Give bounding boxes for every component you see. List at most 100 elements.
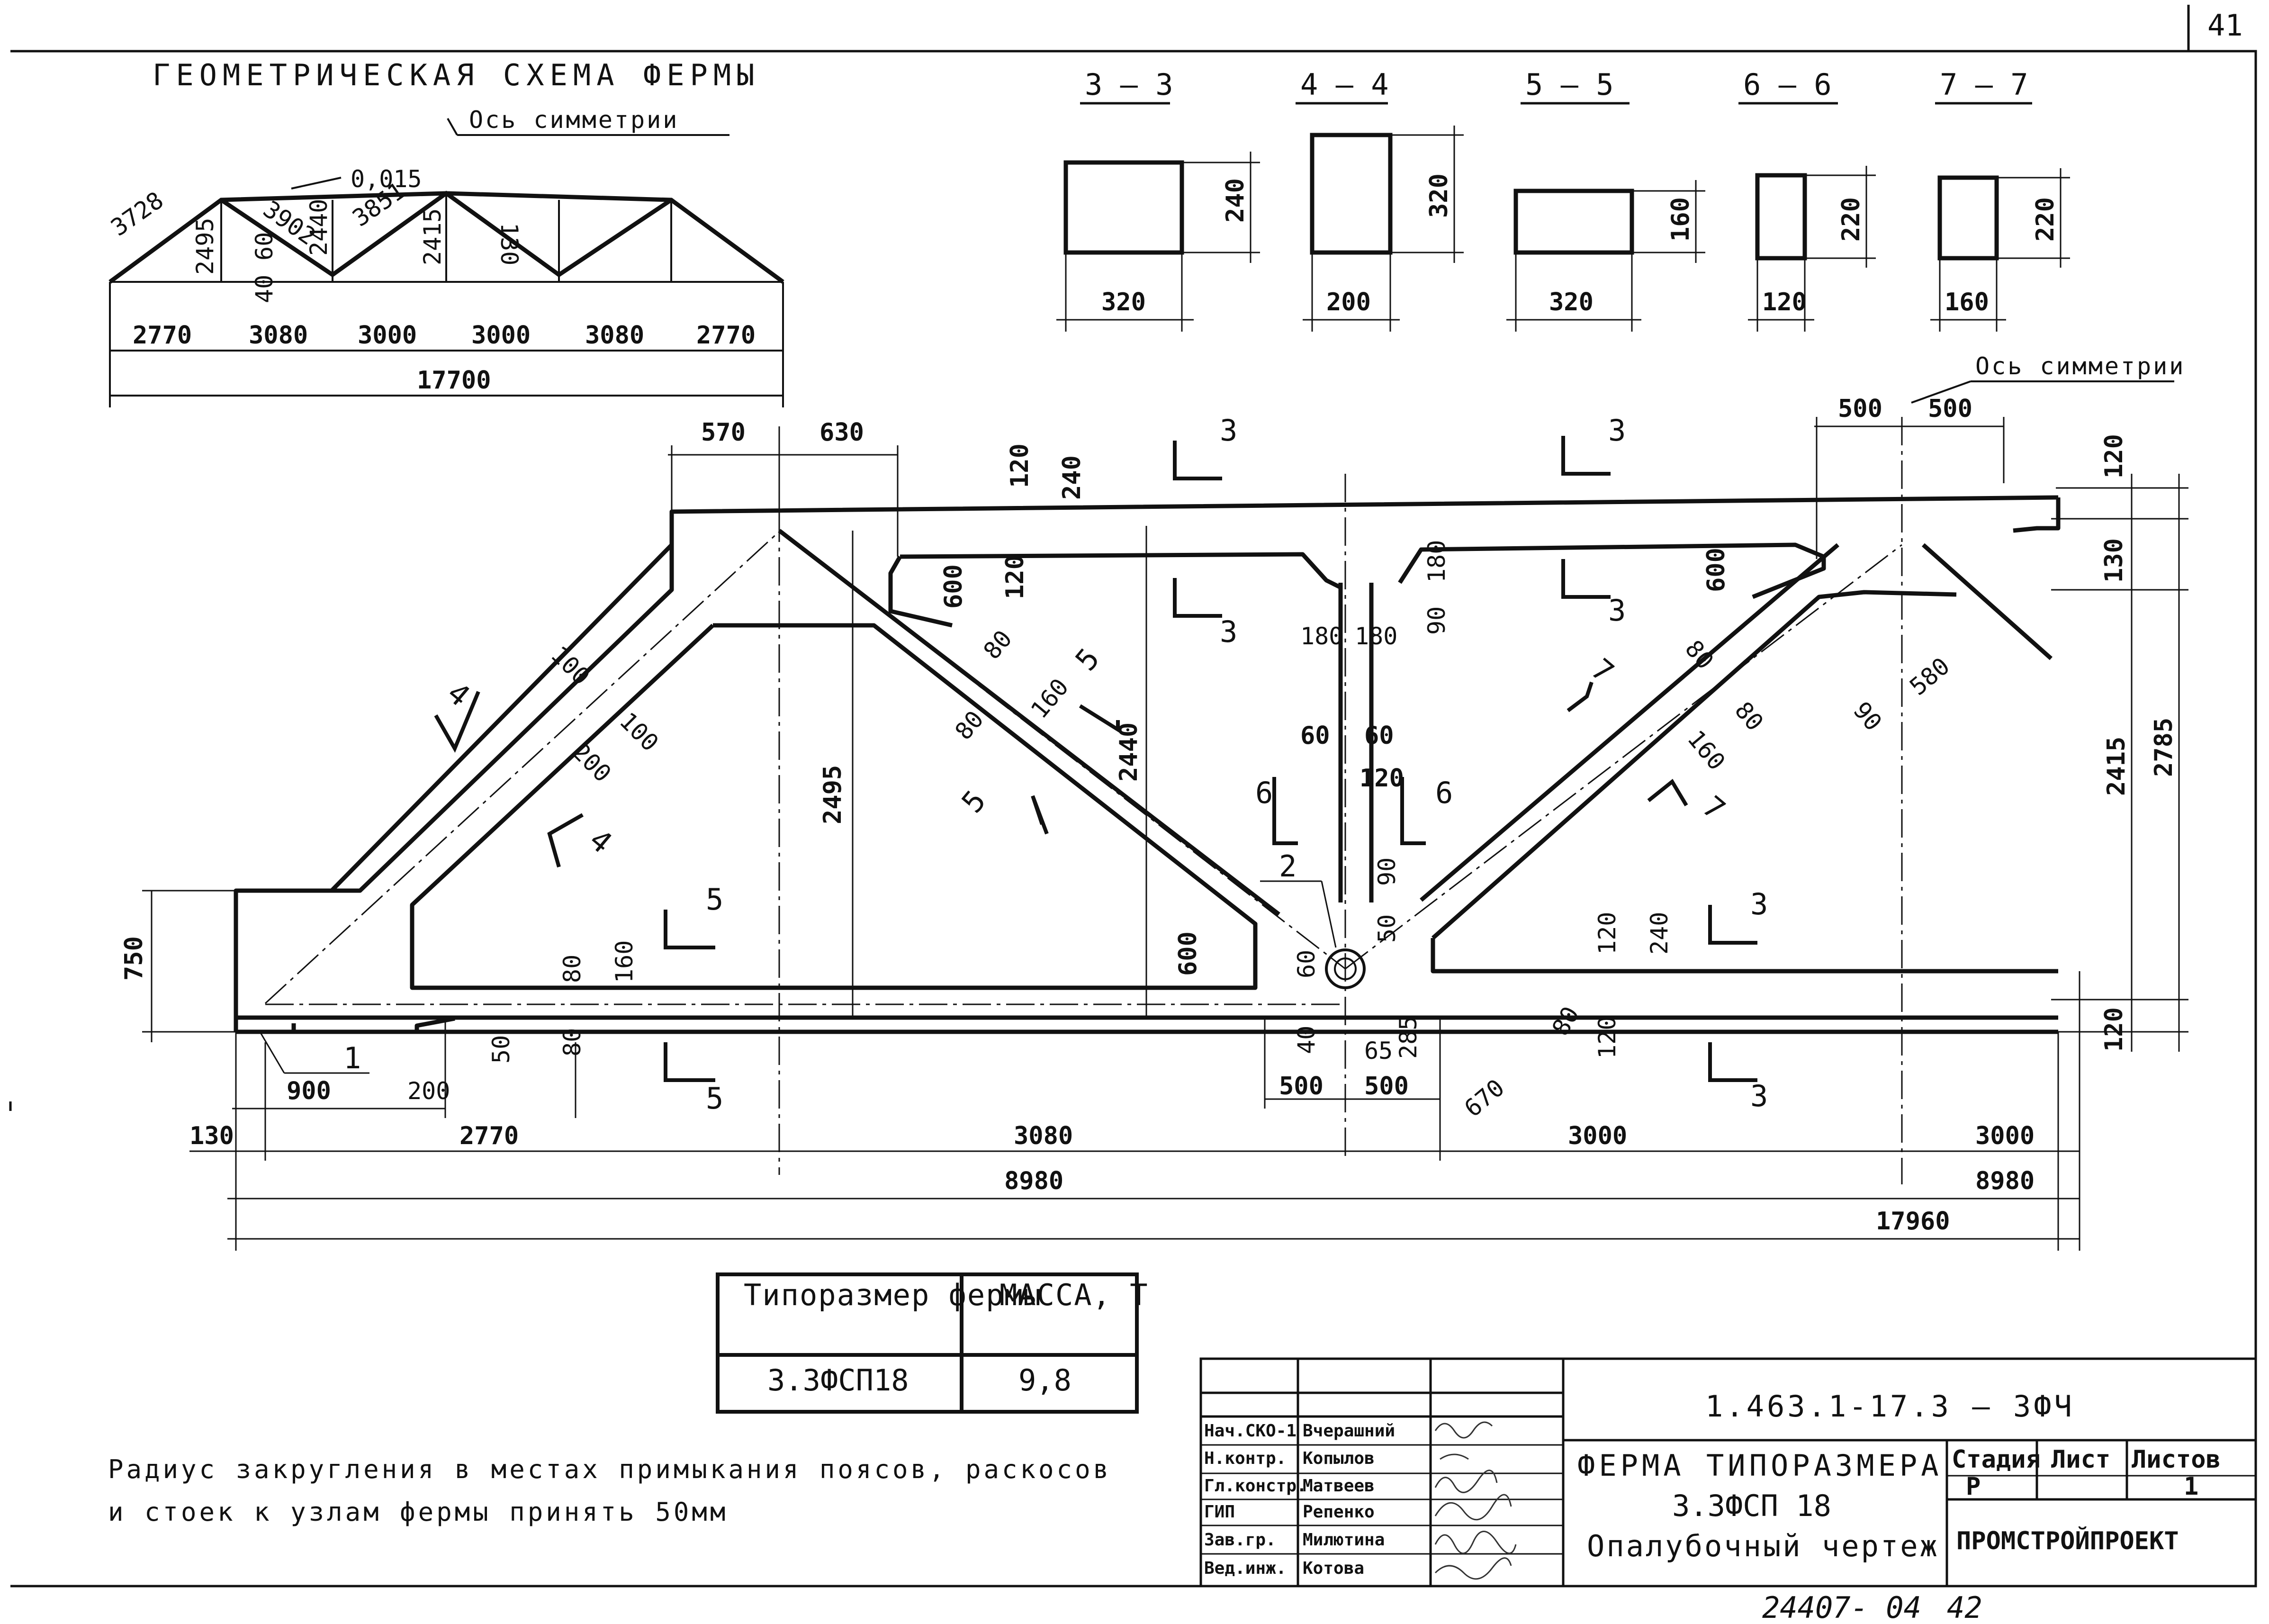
chain-3000-b: 3000 bbox=[1975, 1122, 2035, 1150]
note-line1: Радиус закругления в местах примыкания п… bbox=[108, 1454, 1111, 1484]
dim-500-c: 500 bbox=[1279, 1072, 1324, 1101]
doc-code: 1.463.1-17.3 – 3ФЧ bbox=[1705, 1389, 2075, 1424]
cut-5-b: 5 bbox=[706, 1081, 723, 1116]
truss-outline bbox=[234, 495, 2061, 1034]
section-6-6: 6 – 6 120 220 bbox=[1738, 67, 1876, 332]
schema-member-60: 60 bbox=[251, 232, 278, 261]
cut-6-a: 6 bbox=[1255, 776, 1273, 810]
dim-120-post: 120 bbox=[1360, 764, 1404, 793]
dim-900: 900 bbox=[287, 1077, 331, 1105]
dim-80-a: 80 bbox=[978, 625, 1017, 664]
listov-header: Листов bbox=[2132, 1445, 2221, 1474]
schema-panel-5: 3080 bbox=[585, 321, 644, 350]
dim-80-c: 80 bbox=[1680, 635, 1719, 674]
title-line-1: ФЕРМА ТИПОРАЗМЕРА bbox=[1577, 1448, 1943, 1483]
chain-3000-a: 3000 bbox=[1568, 1122, 1627, 1150]
role-2: Н.контр. bbox=[1204, 1449, 1286, 1468]
svg-text:120: 120 bbox=[1762, 288, 1807, 316]
dim-120-inner: 120 bbox=[1001, 555, 1029, 599]
svg-text:160: 160 bbox=[1945, 288, 1989, 316]
section-3-3: 3 – 3 320 240 bbox=[1056, 67, 1260, 332]
dim-100-b: 100 bbox=[614, 707, 664, 757]
mass-table bbox=[716, 1272, 1139, 1414]
total-17960: 17960 bbox=[1876, 1207, 1950, 1236]
svg-text:160: 160 bbox=[1666, 197, 1695, 242]
section-5-5: 5 – 5 320 160 bbox=[1506, 67, 1705, 332]
schema-member-2440: 2440 bbox=[305, 199, 333, 256]
svg-text:3 – 3: 3 – 3 bbox=[1085, 67, 1173, 102]
name-3: Матвеев bbox=[1303, 1476, 1375, 1496]
dim-120-top: 120 bbox=[1006, 443, 1034, 488]
dim-200: 200 bbox=[567, 738, 617, 787]
stage-value: Р bbox=[1966, 1472, 1981, 1501]
svg-text:320: 320 bbox=[1549, 288, 1594, 316]
schema-member-2495: 2495 bbox=[191, 218, 219, 275]
dim-500-d: 500 bbox=[1364, 1072, 1409, 1101]
role-3: Гл.констр. bbox=[1204, 1476, 1307, 1496]
svg-text:240: 240 bbox=[1221, 178, 1250, 223]
dim-b-80-a: 80 bbox=[558, 955, 586, 983]
dim-50-post: 50 bbox=[1373, 914, 1401, 943]
dim-580: 580 bbox=[1904, 652, 1954, 701]
dim-240-top: 240 bbox=[1058, 455, 1086, 500]
section-4-4: 4 – 4 200 320 bbox=[1296, 67, 1464, 332]
schema-member-3728: 3728 bbox=[106, 186, 169, 242]
dim-b-80-b: 80 bbox=[558, 1028, 586, 1056]
schema-panel-1: 2770 bbox=[133, 321, 192, 350]
note-line2: и стоек к узлам фермы принять 50мм bbox=[108, 1497, 728, 1527]
dim-60-a: 60 bbox=[1300, 722, 1330, 750]
dim-130: 130 bbox=[2100, 538, 2128, 583]
dim-b-60: 60 bbox=[1293, 950, 1320, 978]
sheet-frame bbox=[10, 50, 2257, 1588]
schema-panel-2: 3080 bbox=[249, 321, 308, 350]
svg-text:220: 220 bbox=[1837, 197, 1865, 242]
schema-member-40: 40 bbox=[251, 275, 278, 303]
dim-90-post: 90 bbox=[1373, 857, 1401, 886]
mass-header-mass: МАССА, Т bbox=[999, 1278, 1149, 1312]
node-circle bbox=[1325, 948, 1366, 989]
schema-member-130: 130 bbox=[495, 223, 523, 265]
cut-6-b: 6 bbox=[1435, 776, 1453, 810]
bottom-code: 24407- 04 bbox=[1762, 1590, 1921, 1624]
dim-570: 570 bbox=[701, 418, 746, 447]
dim-b-120-c: 120 bbox=[2100, 1007, 2128, 1052]
dim-80-d: 80 bbox=[1729, 696, 1769, 736]
dim-180-b: 180 bbox=[1355, 623, 1397, 650]
svg-text:7 – 7: 7 – 7 bbox=[1940, 67, 2028, 102]
chain-8980-a: 8980 bbox=[1004, 1167, 1063, 1195]
dim-b-285: 285 bbox=[1395, 1016, 1422, 1059]
cut-3-a: 3 bbox=[1220, 413, 1237, 448]
svg-text:200: 200 bbox=[1326, 288, 1371, 316]
svg-text:6 – 6: 6 – 6 bbox=[1743, 67, 1832, 102]
dim-b-120-b: 120 bbox=[1594, 1016, 1621, 1059]
height-2415: 2415 bbox=[2102, 737, 2131, 796]
name-2: Копылов bbox=[1303, 1449, 1375, 1468]
dim-b-120-a: 120 bbox=[1594, 912, 1621, 955]
dim-500-a: 500 bbox=[1838, 395, 1882, 423]
dim-180-c: 180 bbox=[1423, 540, 1450, 583]
signatures bbox=[1434, 1421, 1517, 1580]
schema-panel-6: 2770 bbox=[696, 321, 756, 350]
bottom-page: 42 bbox=[1947, 1590, 1982, 1624]
name-6: Котова bbox=[1303, 1559, 1364, 1578]
schema-panel-4: 3000 bbox=[471, 321, 531, 350]
dim-160-b: 160 bbox=[1682, 725, 1730, 775]
dim-630: 630 bbox=[819, 418, 864, 447]
cut-3-e: 3 bbox=[1750, 887, 1768, 921]
height-2785: 2785 bbox=[2150, 718, 2178, 777]
chain-8980-b: 8980 bbox=[1975, 1167, 2035, 1195]
cut-7-b: 7 bbox=[1696, 789, 1732, 827]
dim-500-b: 500 bbox=[1928, 395, 1972, 423]
title-line-2: 3.3ФСП 18 bbox=[1672, 1489, 1831, 1523]
cut-3-d: 3 bbox=[1608, 593, 1626, 628]
listov-value: 1 bbox=[2184, 1472, 2198, 1501]
svg-text:5 – 5: 5 – 5 bbox=[1525, 67, 1614, 102]
mark-1: 1 bbox=[343, 1041, 361, 1075]
role-1: Нач.СКО-1 bbox=[1204, 1421, 1297, 1441]
svg-text:320: 320 bbox=[1425, 173, 1453, 218]
role-6: Вед.инж. bbox=[1204, 1559, 1286, 1578]
title-line-3: Опалубочный чертеж bbox=[1587, 1529, 1939, 1563]
dim-160-a: 160 bbox=[1026, 673, 1074, 723]
dim-200-b: 200 bbox=[407, 1077, 450, 1105]
dim-b-670: 670 bbox=[1459, 1074, 1509, 1122]
